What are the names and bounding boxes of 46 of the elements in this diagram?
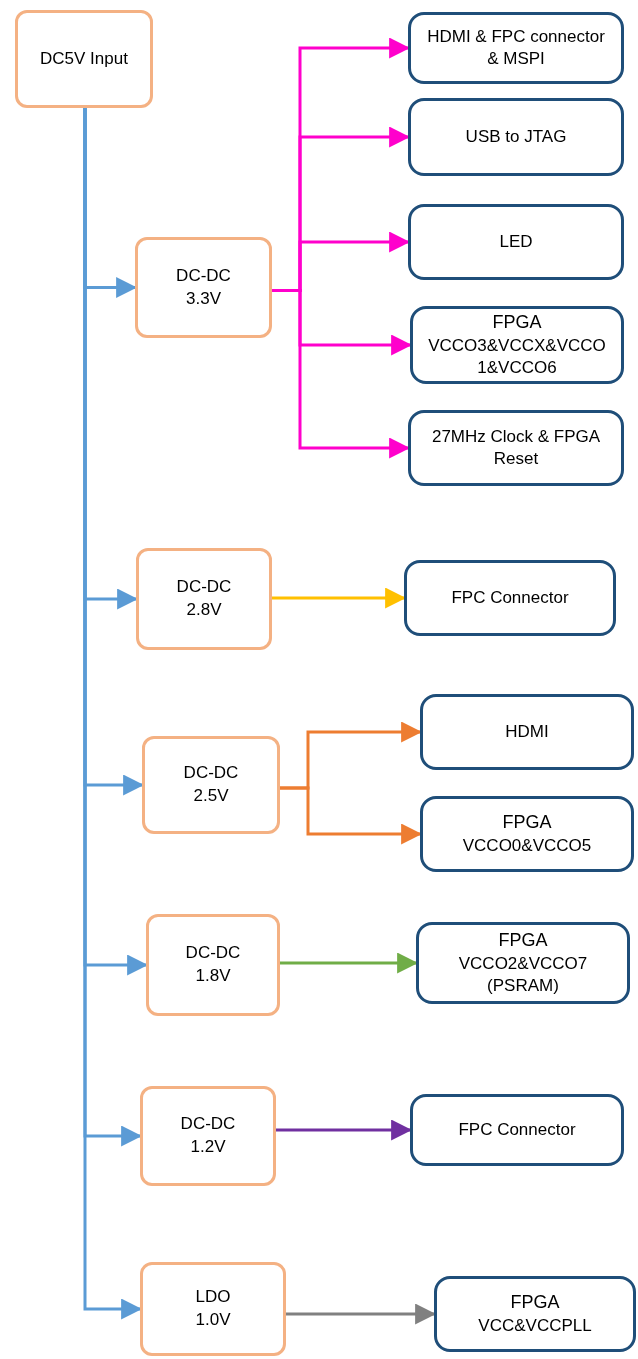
regulator-type: DC-DC — [176, 264, 231, 287]
load-box — [408, 204, 624, 280]
load-box — [408, 410, 624, 486]
node-label: VCCO0&VCCO5 — [462, 834, 592, 857]
load-box — [410, 1094, 624, 1166]
node-label: FPC Connector — [458, 1118, 576, 1141]
node-label: 27MHz Clock & FPGA Reset — [430, 425, 602, 470]
regulator-box — [135, 237, 272, 338]
load-box — [420, 796, 634, 872]
load-box — [410, 306, 624, 384]
regulator-box — [136, 548, 272, 650]
load-box — [408, 12, 624, 84]
node-label: FPGA — [510, 1291, 560, 1315]
regulator-type: DC-DC — [185, 942, 241, 965]
input-box — [15, 10, 153, 108]
node-label: FPC Connector — [451, 586, 569, 609]
node-label: VCCO3&VCCX&VCCO1&VCCO6 — [427, 334, 607, 379]
regulator-box — [142, 736, 280, 834]
load-box — [434, 1276, 636, 1352]
regulator-type: DC-DC — [180, 1113, 236, 1136]
output-voltage: 3.3V — [186, 287, 221, 310]
node-label: VCCO2&VCCO7 (PSRAM) — [457, 952, 589, 997]
output-voltage: 2.8V — [186, 599, 222, 621]
load-box — [420, 694, 634, 770]
node-label: FPGA — [498, 929, 548, 953]
node-label: DC5V Input — [40, 47, 128, 70]
output-voltage: 1.2V — [190, 1136, 226, 1158]
output-voltage: 1.0V — [195, 1309, 231, 1331]
load-box — [404, 560, 616, 636]
node-label: VCC&VCCPLL — [478, 1314, 592, 1337]
regulator-type: DC-DC — [176, 576, 232, 599]
load-box — [408, 98, 624, 176]
load-box — [416, 922, 630, 1004]
node-label: FPGA — [492, 311, 542, 335]
regulator-type: LDO — [195, 1286, 231, 1309]
output-voltage: 1.8V — [195, 965, 231, 987]
node-label: LED — [499, 230, 533, 253]
regulator-box — [140, 1086, 276, 1186]
node-label: HDMI — [505, 720, 549, 743]
regulator-box — [146, 914, 280, 1016]
output-voltage: 2.5V — [193, 785, 229, 807]
regulator-type: DC-DC — [183, 762, 239, 785]
node-label: HDMI & FPC connector & MSPI — [426, 25, 606, 70]
regulator-box — [140, 1262, 286, 1356]
node-label: FPGA — [502, 811, 552, 835]
node-label: USB to JTAG — [465, 125, 567, 148]
